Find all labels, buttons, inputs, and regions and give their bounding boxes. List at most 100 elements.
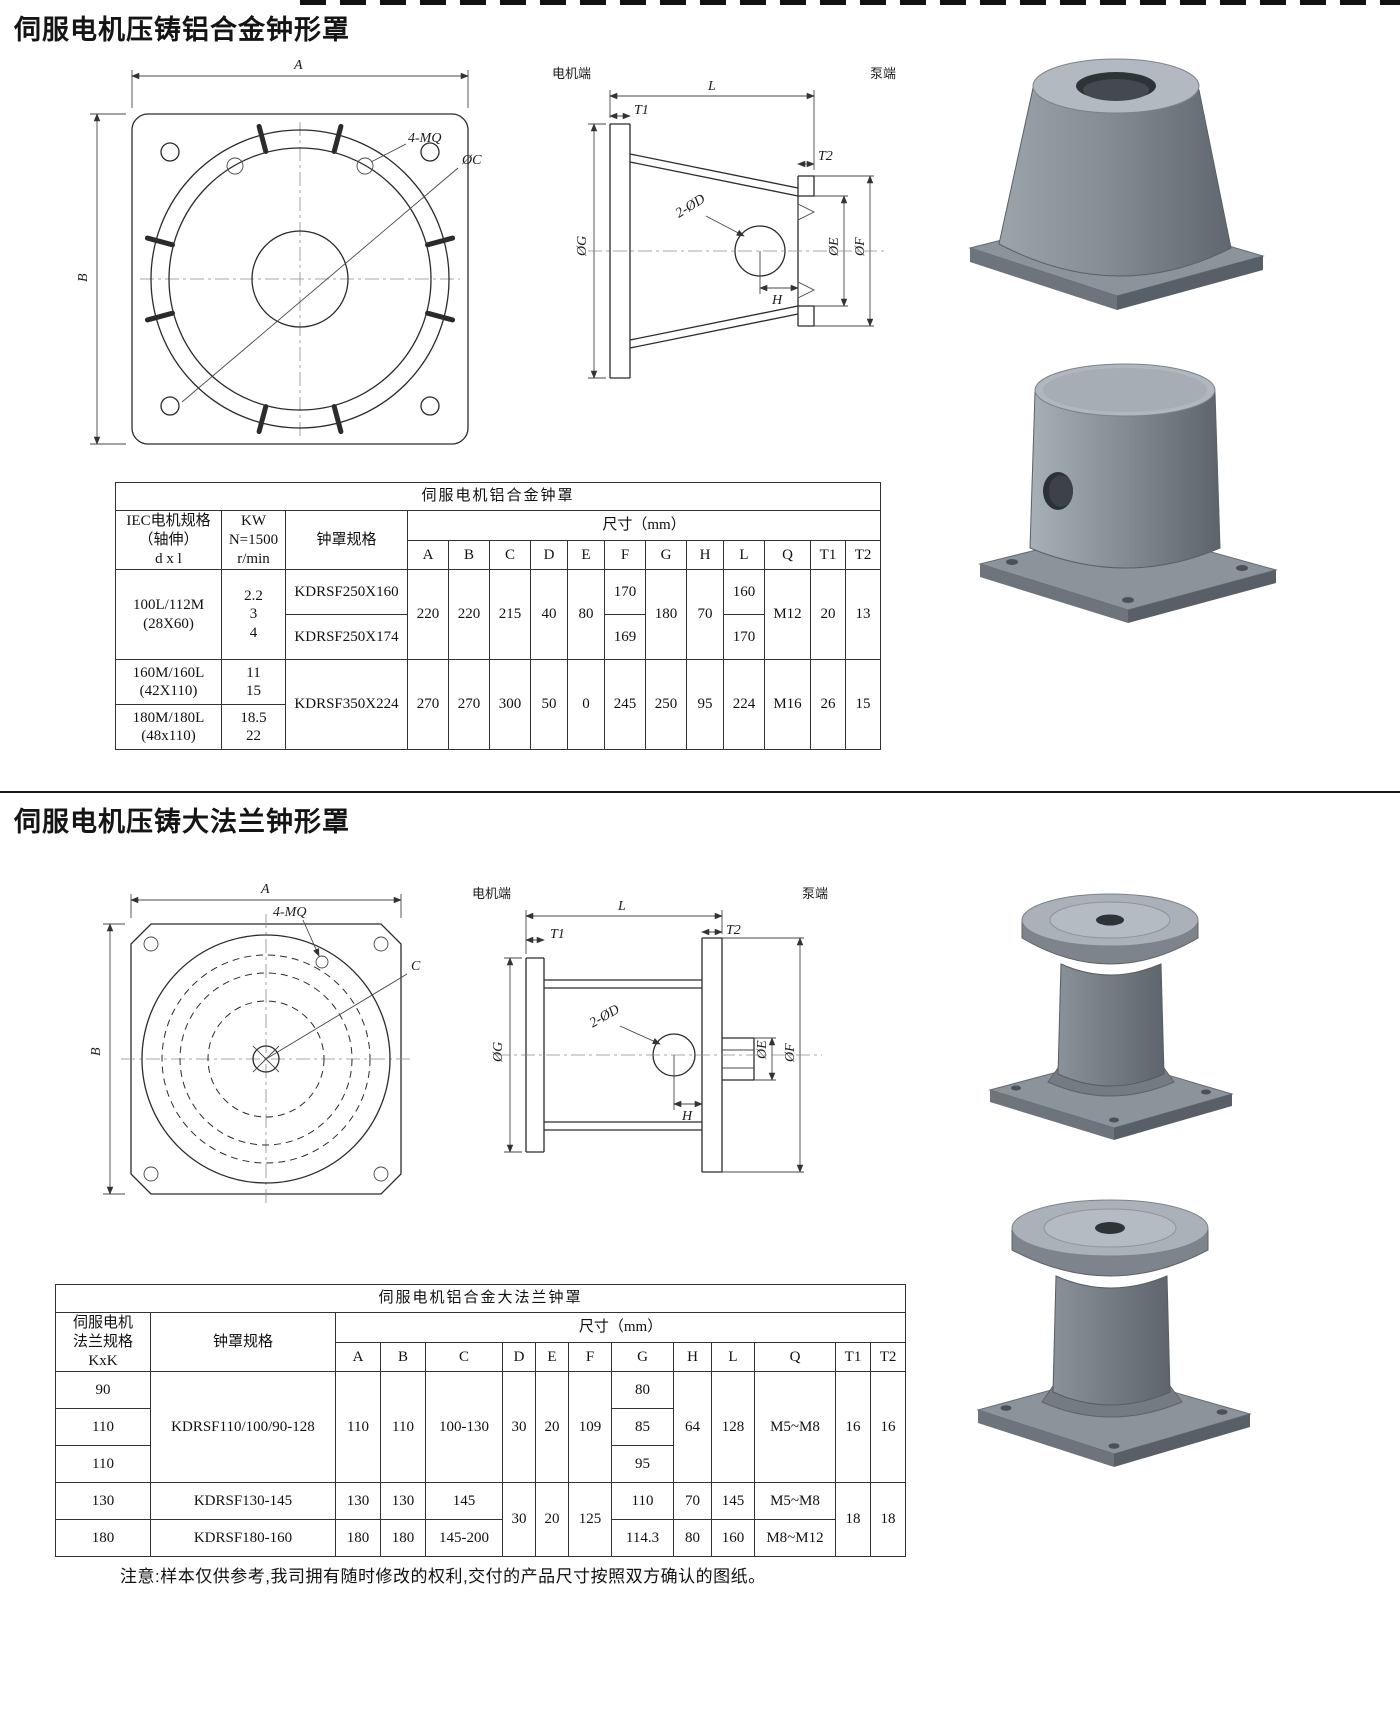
table-row: 90 KDRSF110/100/90-128 110 110 100-130 3… <box>55 1371 907 1484</box>
header-col: T2 <box>844 539 882 571</box>
header-col: B <box>380 1341 426 1373</box>
table-cell: 109 <box>568 1371 612 1484</box>
section-view-drawing-2: 电机端 泵端 L T1 T2 2-ØD <box>472 886 828 1173</box>
header-col: A <box>407 539 449 571</box>
dim-t2-label: T2 <box>726 923 741 938</box>
header-col: D <box>502 1341 536 1373</box>
table-row: 110 85 <box>55 1408 906 1447</box>
header-col: E <box>567 539 605 571</box>
table-cell: 180 <box>55 1519 151 1558</box>
header-line: KxK <box>88 1352 118 1369</box>
cell-line: 160M/160L <box>132 664 205 681</box>
bolt-callout-label: 4-MQ <box>273 905 306 920</box>
dim-t2-label: T2 <box>818 149 833 164</box>
table-cell: 11 15 <box>221 659 286 706</box>
table-cell: 85 <box>611 1408 674 1447</box>
cell-line: 180M/180L <box>132 709 205 726</box>
motor-end-label: 电机端 <box>552 66 591 81</box>
table-cell: 18 <box>835 1482 871 1558</box>
cell-line: 3 <box>249 606 258 623</box>
table-cell: 170 <box>604 569 646 616</box>
header-col: C <box>425 1341 503 1373</box>
table-cell: 64 <box>673 1371 712 1484</box>
header-col: F <box>604 539 646 571</box>
header-col: E <box>535 1341 569 1373</box>
table-title: 伺服电机铝合金钟罩 <box>114 482 882 511</box>
table-cell: 215 <box>489 569 531 661</box>
table-cell: KDRSF130-145 <box>150 1482 336 1521</box>
header-col: G <box>611 1341 674 1373</box>
table-cell: 110 <box>335 1371 381 1484</box>
header-spec: 钟罩规格 <box>285 509 408 571</box>
header-size: 尺寸（mm） <box>406 510 882 541</box>
header-line: KW <box>241 513 266 529</box>
header-col: F <box>568 1341 612 1373</box>
table-cell: 100L/112M (28X60) <box>115 569 222 661</box>
large-flange-table: 伺服电机铝合金大法兰钟罩 伺服电机 法兰规格 KxK 钟罩规格 尺寸（mm） A… <box>54 1284 907 1558</box>
hole-callout-label: 2-ØD <box>587 1002 622 1031</box>
dim-t1-label: T1 <box>634 103 649 118</box>
table-row: 160M/160L (42X110) 11 15 KDRSF350X224 27… <box>115 659 882 751</box>
header-col: C <box>489 539 531 571</box>
table-cell: 130 <box>335 1482 381 1521</box>
header-col: D <box>530 539 568 571</box>
header-line: N=1500 <box>228 531 279 548</box>
header-col: Q <box>754 1341 836 1373</box>
table-cell: 20 <box>810 569 846 661</box>
cell-line: 15 <box>246 683 261 700</box>
hole-callout-label: 2-ØD <box>673 192 708 222</box>
header-line: 法兰规格 <box>72 1333 133 1350</box>
table-cell: 30 <box>502 1371 536 1484</box>
table-cell: KDRSF250X160 <box>285 569 408 616</box>
cell-line: 4 <box>249 625 258 642</box>
table-cell: M16 <box>764 659 811 751</box>
table-cell: 40 <box>530 569 568 661</box>
section-view-drawing-1: 电机端 泵端 L T1 T2 2-ØD ØG <box>552 66 896 379</box>
header-spec: 钟罩规格 <box>150 1311 336 1373</box>
cell-line: (42X110) <box>139 683 198 700</box>
table-cell: 30 <box>502 1482 536 1558</box>
table-cell: M12 <box>764 569 811 661</box>
dim-g-label: ØG <box>491 1042 506 1063</box>
table-cell: 95 <box>686 659 724 751</box>
cell-line: 2.2 <box>244 587 263 604</box>
header-col: Q <box>764 539 811 571</box>
table-cell: 15 <box>844 659 882 751</box>
table-cell: 170 <box>723 614 765 661</box>
dim-t1-label: T1 <box>550 927 565 942</box>
header-flange: 伺服电机 法兰规格 KxK <box>55 1311 151 1373</box>
table-cell: KDRSF180-160 <box>150 1519 336 1558</box>
table-cell: 270 <box>407 659 449 751</box>
table-cell: 145 <box>425 1482 503 1521</box>
header-col: A <box>335 1341 381 1373</box>
table-cell: 100-130 <box>425 1371 503 1484</box>
header-col: T1 <box>810 539 846 571</box>
table-cell: 80 <box>567 569 605 661</box>
table-cell: 180 <box>645 569 687 661</box>
cell-line: 18.5 <box>240 709 267 726</box>
table-cell: 95 <box>611 1445 674 1484</box>
table-cell: 13 <box>844 569 882 661</box>
table-row: 100L/112M (28X60) 2.2 3 4 KDRSF250X160 2… <box>115 569 882 661</box>
table-cell: 18.5 22 <box>221 704 286 751</box>
render-spool-small <box>988 893 1234 1140</box>
table-cell: 130 <box>380 1482 426 1521</box>
table-cell: 125 <box>568 1482 612 1558</box>
header-col: L <box>711 1341 755 1373</box>
table-cell: 26 <box>810 659 846 751</box>
table-cell: 80 <box>611 1371 674 1410</box>
header-iec: IEC电机规格 （轴伸） d x l <box>115 509 222 571</box>
dim-b-label: B <box>76 273 91 282</box>
table-cell: 130 <box>55 1482 151 1521</box>
header-line: d x l <box>155 550 182 567</box>
front-view-drawing-1: A B ØC 4-MQ <box>76 58 482 445</box>
header-col: T1 <box>835 1341 871 1373</box>
section2-title: 伺服电机压铸大法兰钟形罩 <box>14 807 350 837</box>
table-cell: 90 <box>55 1371 151 1410</box>
dim-b-label: B <box>89 1047 104 1056</box>
table-cell: 80 <box>673 1519 712 1558</box>
section-divider <box>0 791 1400 793</box>
header-col: T2 <box>869 1341 907 1373</box>
table-title: 伺服电机铝合金大法兰钟罩 <box>54 1284 907 1313</box>
table-cell: 110 <box>55 1408 151 1447</box>
